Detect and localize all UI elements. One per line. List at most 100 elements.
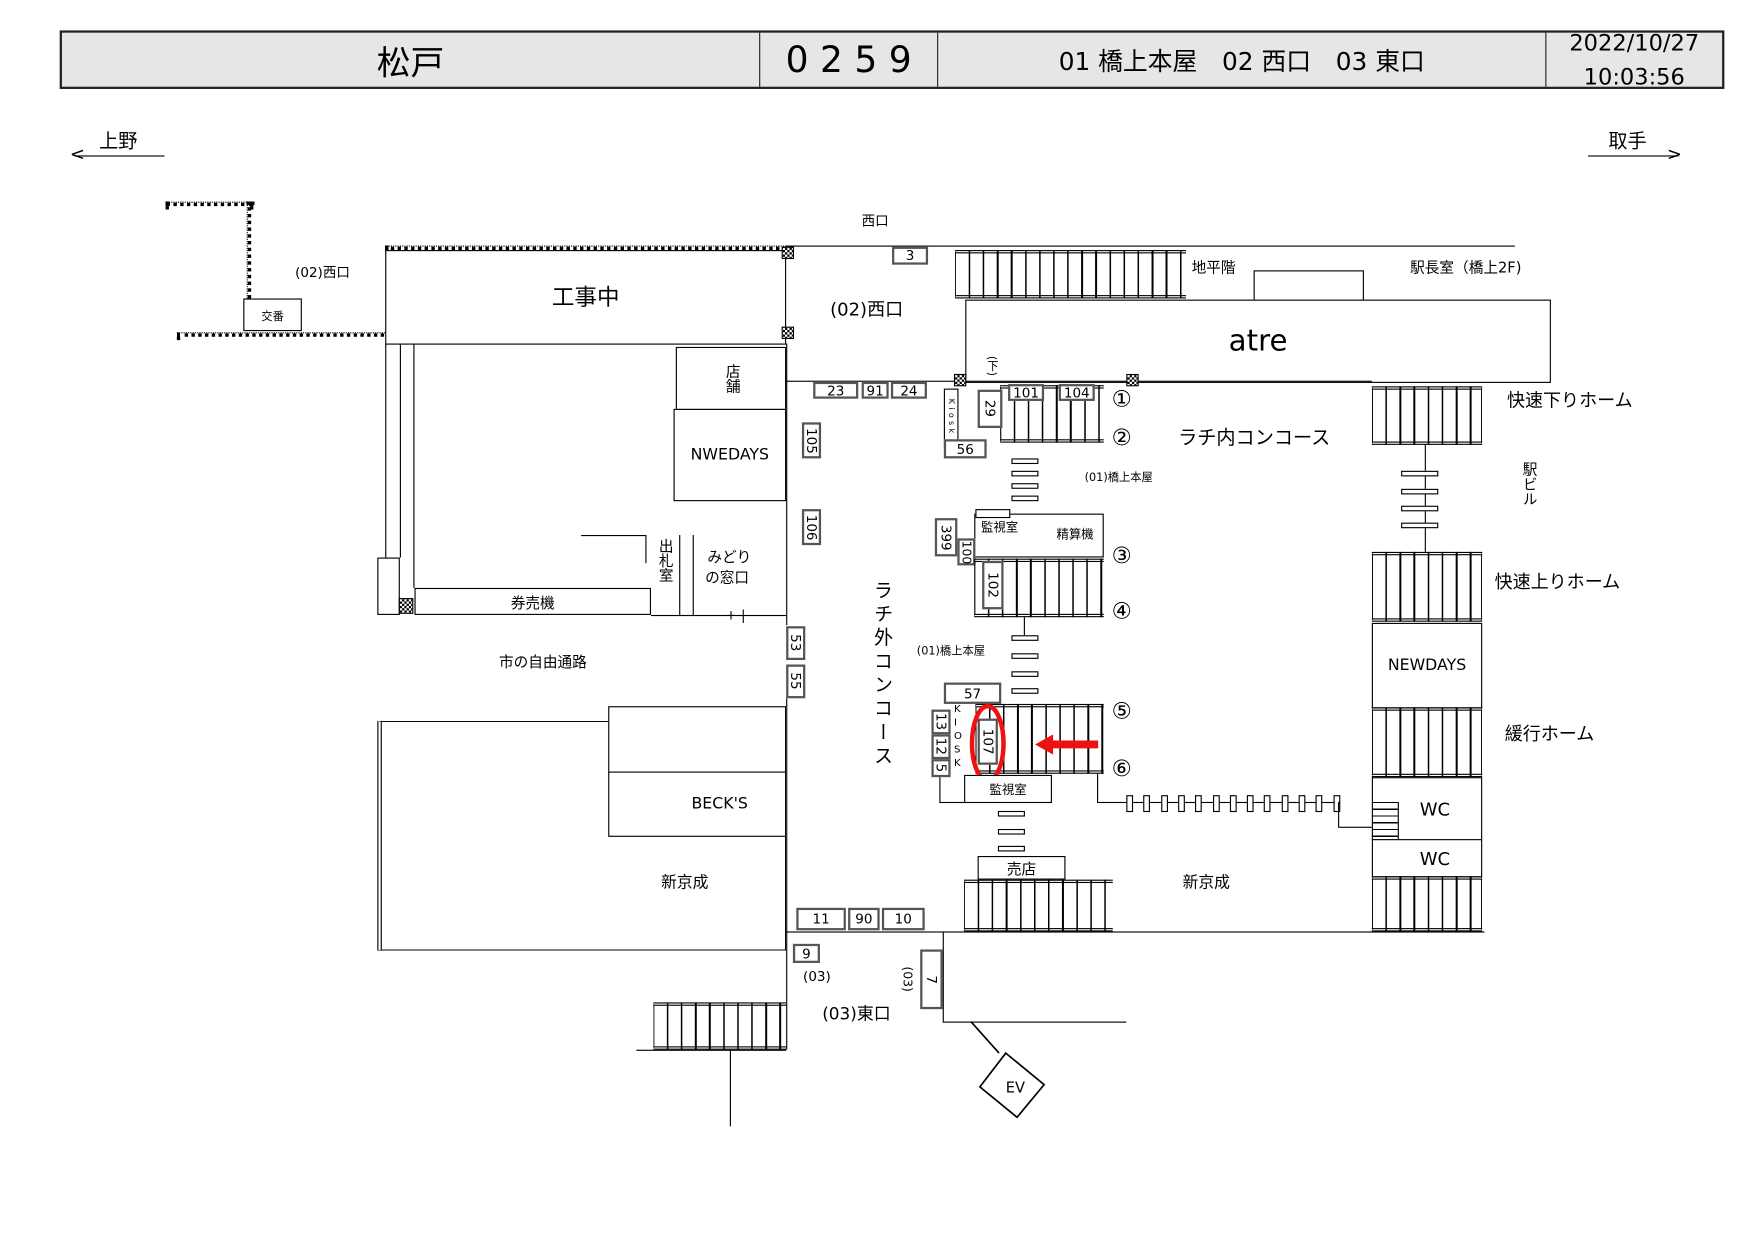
wall bbox=[942, 1021, 1127, 1023]
boundary-line bbox=[176, 332, 392, 337]
direction-right-arrow-icon bbox=[1588, 155, 1679, 157]
passage-dash bbox=[1011, 470, 1039, 477]
column-icon bbox=[398, 598, 414, 614]
wall bbox=[942, 931, 944, 1022]
hashigami-label-2: (01)橋上本屋 bbox=[916, 645, 985, 658]
ad-box-9: 9 bbox=[792, 943, 820, 963]
ad-box-11: 11 bbox=[796, 907, 846, 931]
header-bar: 松戸 0 2 5 9 01 橋上本屋 02 西口 03 東口 2022/10/2… bbox=[59, 29, 1725, 91]
ev-elevator-icon bbox=[970, 1020, 1046, 1119]
west-exit-top-label: 西口 bbox=[861, 212, 889, 229]
ad-box-3: 3 bbox=[892, 246, 929, 265]
passage-dash bbox=[997, 845, 1025, 852]
direction-left-arrow-icon bbox=[74, 155, 165, 157]
ad-box-91: 91 bbox=[861, 381, 889, 399]
passage-dash bbox=[997, 810, 1025, 817]
station-name: 松戸 bbox=[62, 32, 761, 87]
passage-dash bbox=[1011, 653, 1039, 659]
direction-right-label: 取手 bbox=[1608, 130, 1647, 154]
wall bbox=[786, 698, 788, 1050]
ad-box-106: 106 bbox=[801, 509, 822, 546]
down-mark: (下) bbox=[984, 355, 997, 376]
fence-post bbox=[1126, 795, 1134, 813]
wall bbox=[1424, 444, 1426, 552]
boundary-line bbox=[246, 201, 252, 306]
wall bbox=[786, 931, 1485, 933]
free-passage-label: 市の自由通路 bbox=[498, 654, 587, 672]
passage-dash bbox=[1011, 458, 1039, 465]
fence-post bbox=[1315, 795, 1323, 813]
midori-label-2: の窓口 bbox=[705, 569, 750, 587]
ad-box-107[interactable]: 107 bbox=[977, 718, 998, 765]
ad-box-29: 29 bbox=[977, 389, 1003, 428]
wall bbox=[385, 343, 387, 558]
fence-post bbox=[1195, 795, 1202, 813]
passage-dash bbox=[1401, 470, 1439, 477]
kiosk-bottom: KIOSK bbox=[953, 703, 962, 770]
passage-dash bbox=[1011, 635, 1039, 641]
fence-post bbox=[1177, 795, 1185, 813]
platform-6-marker: ⑥ bbox=[1111, 754, 1132, 782]
staircase-local[interactable] bbox=[1371, 707, 1483, 778]
west-exit-center-label: (02)西口 bbox=[830, 298, 904, 320]
wall bbox=[1023, 617, 1025, 636]
ticket-machines: 券売機 bbox=[414, 587, 652, 615]
highlight-circle-icon bbox=[969, 703, 1006, 783]
rapid-down-platform-label: 快速下りホーム bbox=[1506, 389, 1633, 412]
station-master-label: 駅長室（橋上2F) bbox=[1410, 260, 1522, 278]
passage-dash bbox=[1401, 488, 1439, 495]
passage-dash bbox=[1011, 688, 1039, 694]
inside-concourse-label: ラチ内コンコース bbox=[1178, 426, 1331, 450]
west-exit-label: (02)西口 bbox=[295, 264, 350, 281]
passage-dash bbox=[1011, 495, 1039, 502]
wc-2: WC bbox=[1371, 839, 1483, 878]
ad-box-5: 5 bbox=[931, 759, 951, 778]
column-icon bbox=[953, 373, 967, 387]
exit-list: 01 橋上本屋 02 西口 03 東口 bbox=[938, 32, 1547, 87]
kiosk-shop: 売店 bbox=[977, 855, 1066, 880]
staircase-rapid-up[interactable] bbox=[1371, 551, 1483, 622]
monitor-room-1-label: 監視室 bbox=[981, 520, 1019, 535]
platform-1-marker: ① bbox=[1111, 385, 1132, 413]
ad-box-102: 102 bbox=[982, 560, 1004, 610]
passage-dash bbox=[1011, 671, 1039, 677]
staircase bbox=[964, 879, 1113, 932]
east-exit-03-rot-label: (03) bbox=[899, 966, 915, 992]
platform-3-marker: ③ bbox=[1111, 541, 1132, 569]
rapid-up-platform-label: 快速上りホーム bbox=[1494, 571, 1621, 593]
staircase-rapid-down[interactable] bbox=[1371, 386, 1483, 445]
ad-box-55: 55 bbox=[786, 664, 806, 699]
kiosk-top: Kiosk bbox=[943, 388, 959, 448]
wall bbox=[581, 534, 646, 537]
fare-adjust-label: 精算機 bbox=[1056, 527, 1094, 542]
midori-label: みどり bbox=[707, 549, 752, 567]
fence-post bbox=[1333, 795, 1340, 813]
staircase bbox=[1371, 876, 1483, 932]
station-code: 0 2 5 9 bbox=[760, 32, 939, 87]
wall bbox=[399, 343, 401, 558]
boundary-line bbox=[165, 201, 254, 207]
arrow-right-head-icon: > bbox=[1666, 143, 1683, 165]
gate-icon: + | bbox=[725, 607, 746, 623]
ad-box-56: 56 bbox=[943, 439, 987, 459]
wall bbox=[939, 801, 965, 804]
ad-box-53: 53 bbox=[786, 626, 806, 661]
ad-box-104: 104 bbox=[1058, 384, 1095, 401]
shinkeisei-right-label: 新京成 bbox=[1182, 874, 1230, 893]
monitor-room-2: 監視室 bbox=[964, 774, 1052, 804]
time: 10:03:56 bbox=[1583, 63, 1685, 91]
platform-4-marker: ④ bbox=[1111, 596, 1132, 624]
station-building-label: 駅ビル bbox=[1519, 461, 1537, 506]
fence-post bbox=[1229, 795, 1237, 813]
fence-post bbox=[1246, 795, 1254, 813]
shinkeisei-left-label: 新京成 bbox=[661, 874, 709, 893]
arrow-left-head-icon: < bbox=[69, 143, 85, 165]
outside-concourse-label: ラチ外コンコース bbox=[869, 580, 893, 770]
ev-label: EV bbox=[1005, 1080, 1026, 1098]
fence-post bbox=[1212, 795, 1220, 813]
wall bbox=[1338, 801, 1340, 827]
hashigami-label-1: (01)橋上本屋 bbox=[1084, 471, 1153, 485]
small-stair bbox=[1371, 801, 1399, 843]
platform-5-marker: ⑤ bbox=[1111, 697, 1132, 725]
